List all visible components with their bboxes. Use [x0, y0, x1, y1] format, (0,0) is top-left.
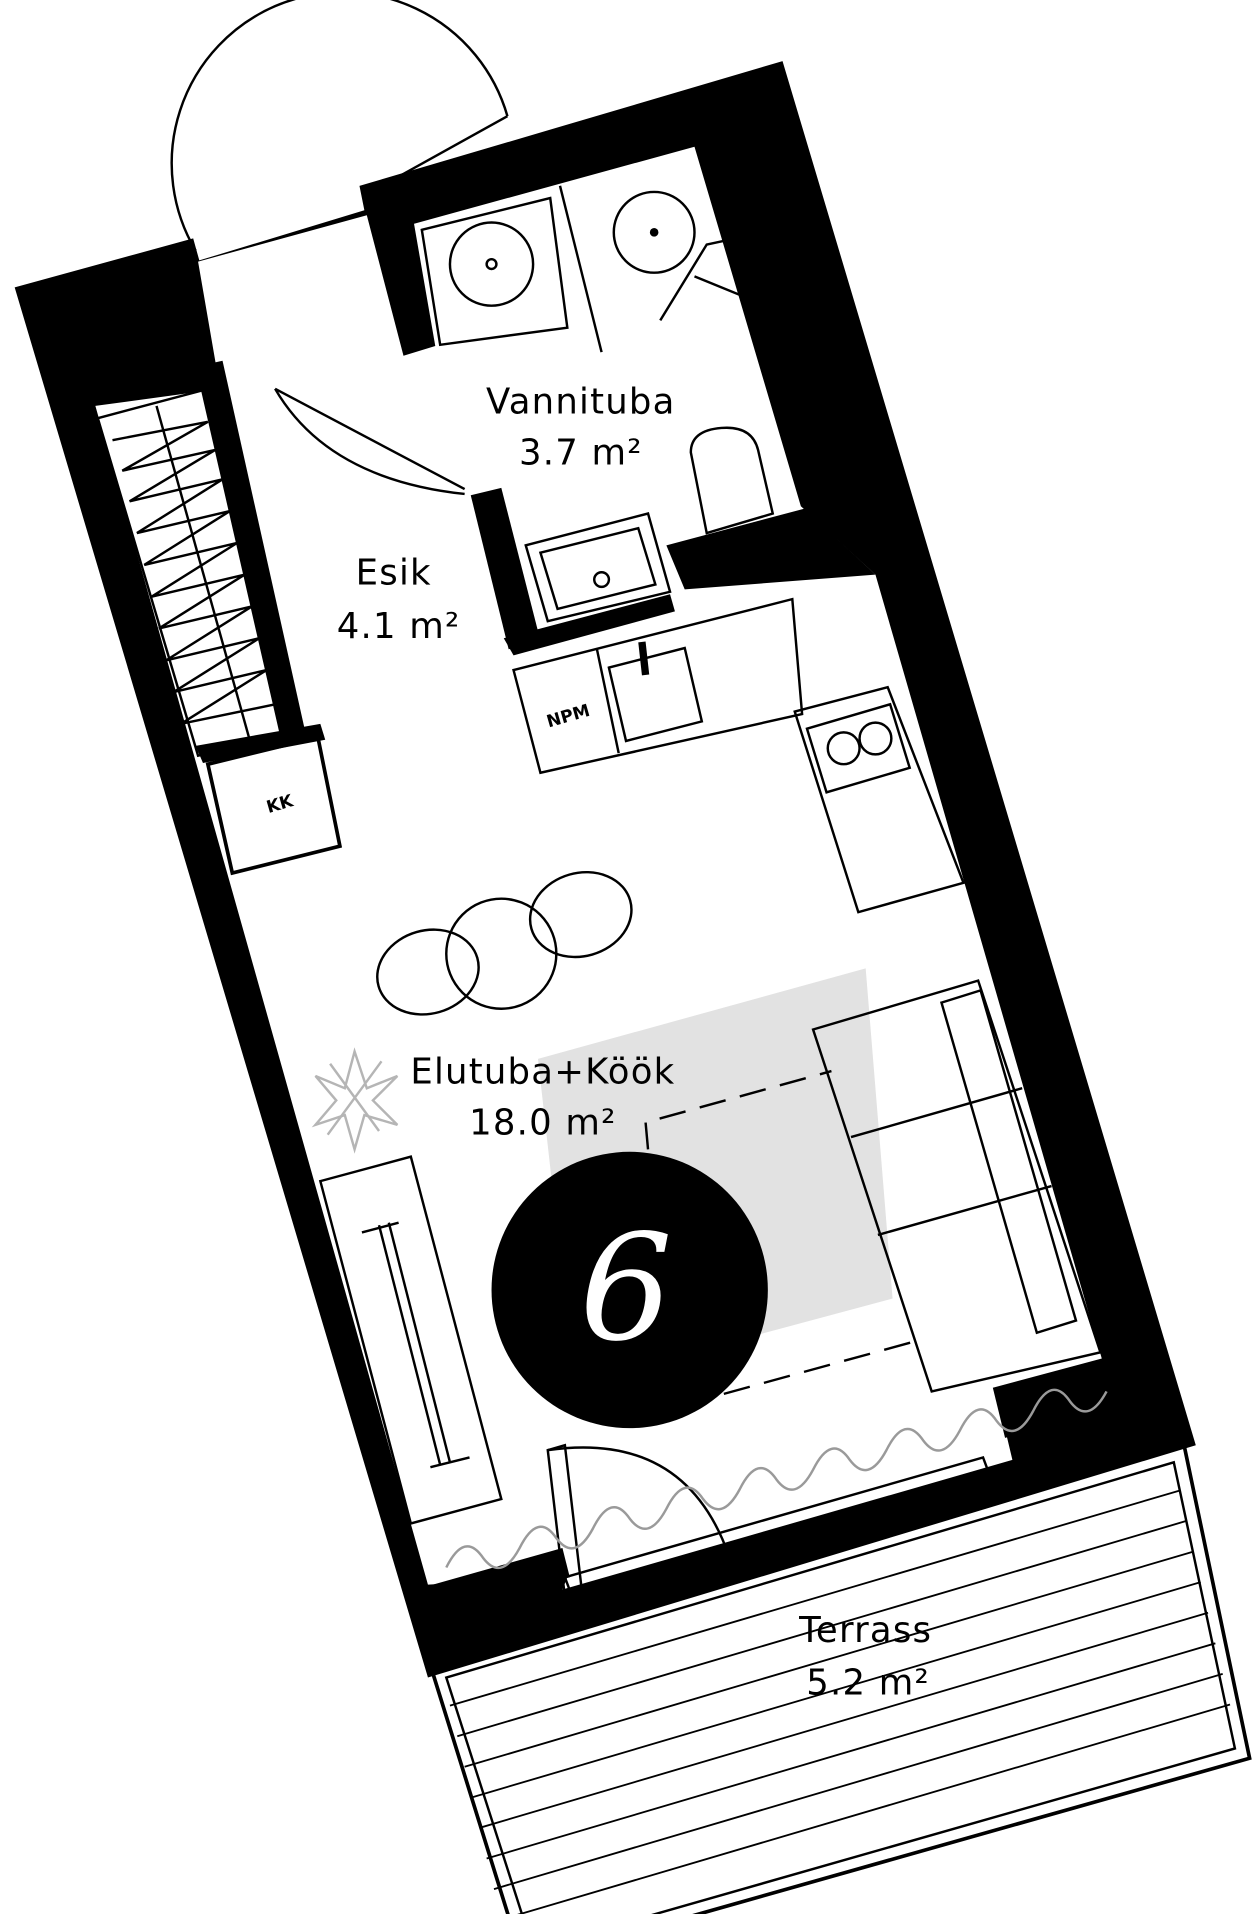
- terrace: [428, 1440, 1252, 1914]
- wardrobe: [96, 384, 303, 758]
- entrance-door: [170, 0, 509, 252]
- bathroom-door: [274, 387, 466, 496]
- room-name: Elutuba+Köök: [410, 1051, 675, 1092]
- apartment-number-badge: 6: [491, 1151, 768, 1429]
- bed-outline: [644, 1069, 912, 1396]
- room-name: Vannituba: [486, 381, 676, 422]
- apartment-number: 6: [579, 1203, 672, 1374]
- room-area: 18.0 m²: [469, 1103, 616, 1144]
- room-name: Esik: [356, 552, 432, 593]
- bathroom-fixtures: [420, 185, 775, 623]
- room-label-terrass: Terrass 5.2 m²: [798, 1610, 932, 1704]
- room-name: Terrass: [798, 1610, 932, 1651]
- balcony-door: [546, 1443, 992, 1599]
- room-label-elutuba-kook: Elutuba+Köök 18.0 m²: [410, 1051, 675, 1144]
- room-area: 3.7 m²: [519, 433, 643, 474]
- room-area: 5.2 m²: [806, 1663, 930, 1704]
- room-label-vannituba: Vannituba 3.7 m²: [486, 381, 676, 474]
- room-area: 4.1 m²: [337, 606, 461, 647]
- curtain: [445, 1388, 1108, 1570]
- plant-icon: [311, 1047, 399, 1154]
- sofa: [811, 979, 1103, 1393]
- dining-set: [376, 870, 633, 1016]
- desk: [318, 1155, 503, 1525]
- room-label-esik: Esik 4.1 m²: [337, 552, 461, 647]
